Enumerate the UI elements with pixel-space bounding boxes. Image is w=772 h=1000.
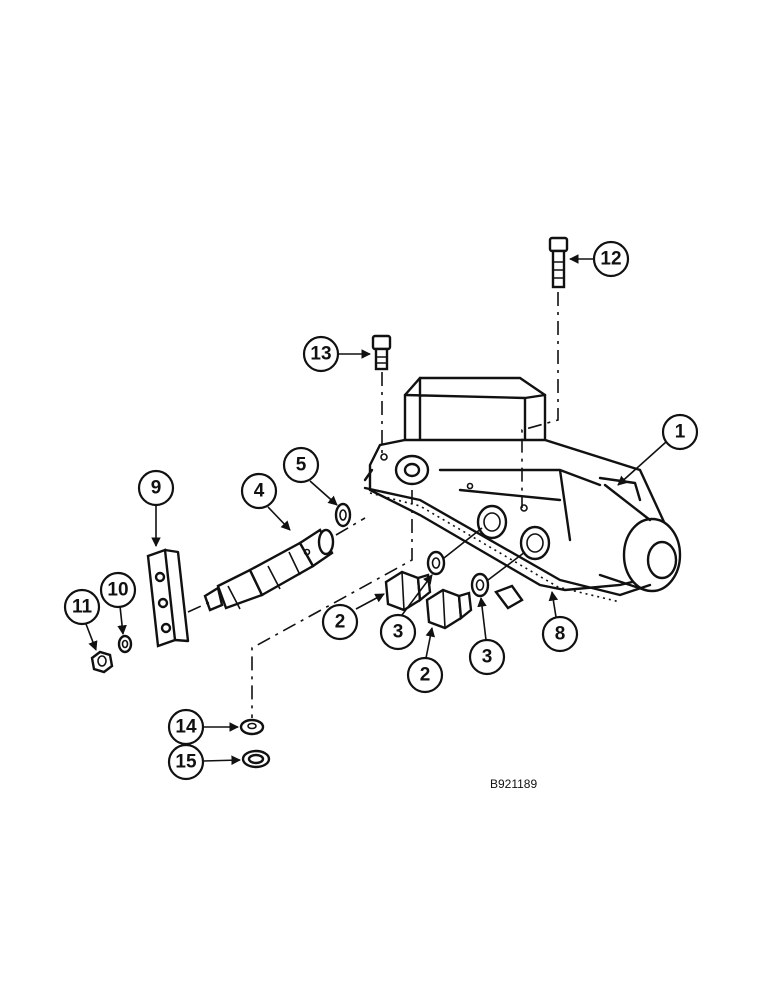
- callout-13: 13: [302, 335, 371, 373]
- svg-text:9: 9: [151, 478, 162, 499]
- svg-text:11: 11: [72, 597, 93, 618]
- callout-8: 8: [541, 591, 579, 653]
- nut-11: [90, 650, 114, 674]
- callout-2-b: 2: [406, 627, 444, 694]
- drawing-number: B921189: [490, 777, 537, 791]
- link-plate: [146, 548, 211, 648]
- callout-10: 10: [99, 571, 137, 635]
- callout-14: 14: [167, 708, 239, 746]
- callout-5: 5: [282, 446, 338, 506]
- washer-15: [241, 749, 271, 769]
- valve-body: [368, 376, 682, 593]
- svg-text:8: 8: [555, 624, 566, 645]
- callout-12: 12: [569, 240, 630, 278]
- callout-3-b: 3: [468, 597, 506, 676]
- svg-text:1: 1: [675, 422, 686, 443]
- callout-4: 4: [240, 472, 291, 531]
- gasket: [363, 468, 652, 610]
- callout-15: 15: [167, 743, 241, 781]
- svg-text:2: 2: [335, 612, 346, 633]
- svg-text:14: 14: [175, 717, 197, 738]
- o-ring-3-b: [470, 551, 526, 598]
- callout-11: 11: [63, 588, 101, 651]
- washer-10: [117, 634, 133, 654]
- o-ring-3-a: [426, 527, 483, 576]
- callout-9: 9: [137, 469, 175, 547]
- svg-text:15: 15: [175, 752, 197, 773]
- svg-text:3: 3: [393, 622, 404, 643]
- bolt-12: [521, 236, 569, 508]
- svg-text:3: 3: [482, 647, 493, 668]
- callout-2-a: 2: [321, 593, 385, 641]
- spool: [203, 517, 366, 612]
- callout-1: 1: [617, 413, 699, 486]
- callout-3-a: 3: [379, 574, 433, 651]
- svg-text:13: 13: [310, 344, 331, 365]
- svg-text:4: 4: [254, 481, 265, 502]
- plug-2-b: [425, 588, 473, 630]
- washer-14: [239, 490, 413, 736]
- svg-text:10: 10: [107, 580, 128, 601]
- svg-text:12: 12: [600, 249, 621, 270]
- svg-text:5: 5: [296, 455, 307, 476]
- svg-text:2: 2: [420, 665, 431, 686]
- plug-2-a: [384, 570, 432, 612]
- bolt-13: [371, 334, 392, 455]
- o-ring-5: [334, 502, 352, 528]
